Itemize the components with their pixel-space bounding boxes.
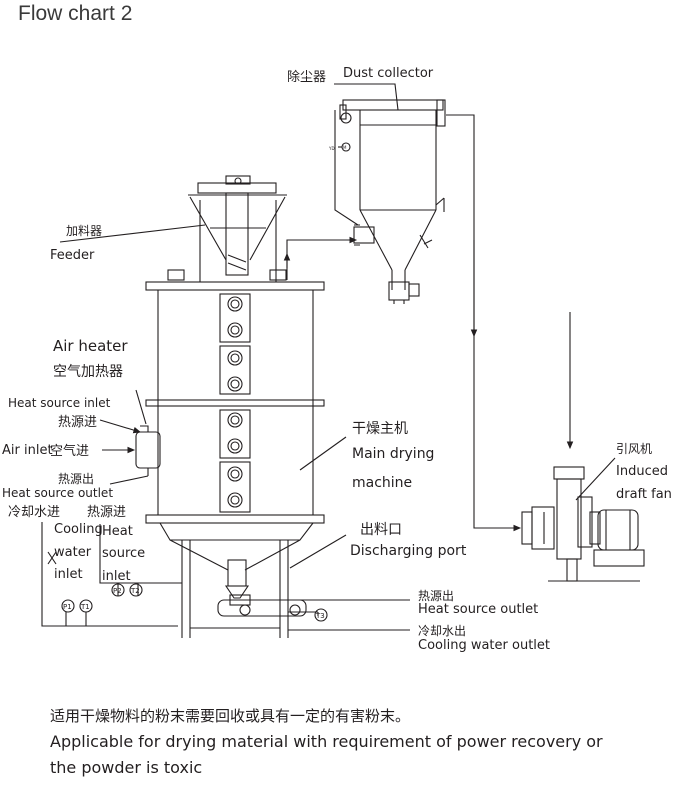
leader-discharging-port [289,534,347,569]
main-drying-label-en: Main drying [352,446,435,462]
dust-collector-label-en: Dust collector [343,66,434,81]
heat-source-outlet-label-en: Heat source outlet [2,486,114,500]
discharging-port-label-en: Discharging port [350,543,467,559]
dust-collector [334,99,446,304]
gauge-p2: P2 [113,587,122,595]
leader-induced-fan [575,457,616,501]
valve-label-m: M [343,145,347,150]
leader-air-heater [135,389,147,425]
caption-en-line2: the powder is toxic [50,758,203,777]
air-inlet-label-cn: 空气进 [50,444,90,459]
heat-source-inlet-label-cn-2: 热源进 [87,505,127,520]
air-heater [135,425,161,476]
draft-fan-label-en: draft fan [616,487,672,502]
inlet-label-en: inlet [54,567,83,582]
line-heat-source-inlet [99,419,142,434]
air-heater-label-cn: 空气加热器 [53,364,123,380]
discharging-port-label-cn: 出料口 [360,522,402,538]
leader-feeder [59,224,206,243]
valve-label-yd: YD [328,146,335,151]
machine-label-en: machine [352,475,413,491]
duct-dryer-to-collector [286,236,358,280]
cooling-water-inlet-label-cn: 冷却水进 [8,505,61,520]
heat-source-outlet-label-en-2: Heat source outlet [418,602,539,617]
page-title: Flow chart 2 [18,2,133,25]
line-heat-source-outlet [109,475,149,485]
source-label-en: source [102,546,146,561]
duct-collector-to-fan [446,114,522,532]
feeder-label-en: Feeder [50,248,95,263]
main-machine-label-cn: 干燥主机 [352,421,408,437]
heat-source-outlet-label-cn-2: 热源出 [418,589,455,603]
gauge-p1: P1 [63,603,72,611]
main-dryer [145,269,325,638]
gauge-t3: T3 [315,612,325,620]
heat-label-en: Heat [102,524,133,539]
leader-dust-collector [334,83,399,111]
induced-draft-fan [521,466,645,582]
water-label-en: water [54,545,92,560]
gauge-t2: T2 [130,587,140,595]
piping-left [41,522,410,631]
cooling-water-outlet-label-cn: 冷却水出 [418,624,467,638]
heat-source-inlet-label-en: Heat source inlet [8,396,111,410]
induced-label-en: Induced [616,464,668,479]
leader-main-dryer [299,436,347,471]
gauge-t1: T1 [80,603,90,611]
caption-cn: 适用干燥物料的粉末需要回收或具有一定的有害粉末。 [50,707,411,725]
heat-source-inlet-label-cn: 热源进 [58,415,98,430]
induced-fan-label-cn: 引风机 [616,442,653,456]
feeder [188,175,287,282]
heat-source-outlet-label-cn: 热源出 [58,472,95,486]
air-inlet-label-en: Air inlet [2,443,53,458]
cooling-water-outlet-label-en: Cooling water outlet [418,638,550,653]
air-heater-label-en: Air heater [53,337,128,355]
caption-en-line1: Applicable for drying material with requ… [50,732,603,751]
inlet-label-en-2: inlet [102,569,131,584]
gauges [61,583,328,622]
dust-collector-label-cn: 除尘器 [287,70,327,85]
cooling-label-en: Cooling [54,522,103,537]
feeder-label-cn: 加料器 [66,224,103,238]
